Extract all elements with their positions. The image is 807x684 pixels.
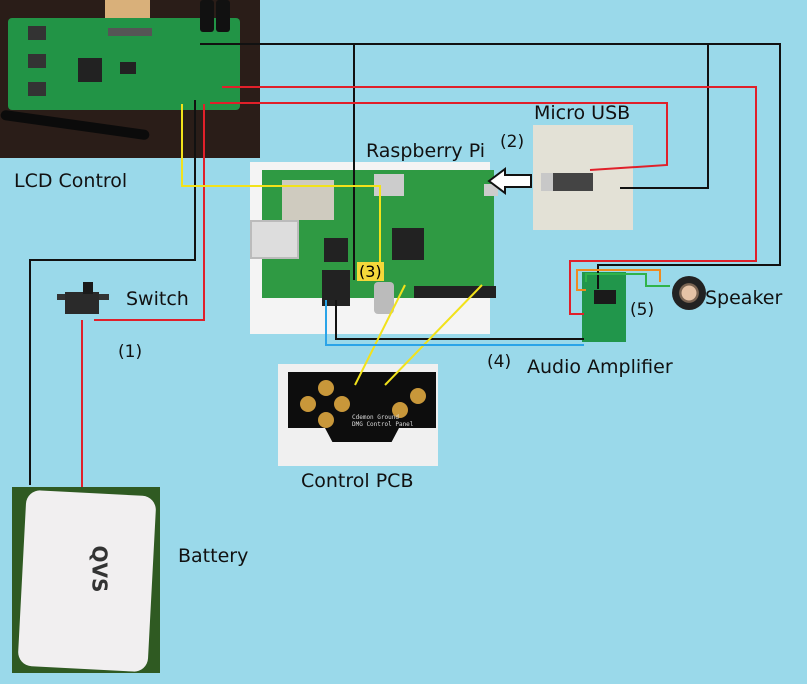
battery-pack: QVS	[12, 487, 160, 673]
step-5-label: (5)	[630, 300, 655, 320]
speaker	[672, 276, 706, 310]
switch-body	[65, 292, 99, 314]
composite-rca-port	[374, 282, 394, 314]
control-pcb-label: Control PCB	[301, 470, 414, 492]
arrow-left-icon	[487, 167, 532, 195]
pcb-silkscreen: Cdemon Ground DMG Control Panel	[352, 414, 414, 428]
control-pcb: Cdemon Ground DMG Control Panel	[278, 364, 438, 466]
control-pcb-board: Cdemon Ground DMG Control Panel	[288, 372, 436, 442]
speaker-label: Speaker	[705, 287, 783, 309]
soc-chip	[392, 228, 424, 260]
lcd-chip	[120, 62, 136, 74]
usb-hub-chip	[324, 238, 348, 262]
capacitor	[216, 0, 230, 32]
raspberry-pi-label: Raspberry Pi	[366, 140, 486, 162]
lcd-connector	[108, 28, 152, 36]
lcd-button	[28, 26, 46, 40]
step-3-label: (3)	[357, 262, 384, 281]
gpio-header	[414, 286, 496, 298]
button-pad	[410, 388, 426, 404]
audio-amplifier-label: Audio Amplifier	[527, 356, 673, 378]
button-pad	[318, 380, 334, 396]
audio-amplifier-board	[582, 272, 626, 342]
audio-jack	[322, 270, 350, 306]
wire-ground-microusb	[620, 44, 709, 189]
slide-switch	[55, 280, 115, 318]
lcd-control-board	[0, 0, 260, 158]
usb-port	[250, 220, 299, 259]
lcd-button	[28, 82, 46, 96]
button-pad	[318, 412, 334, 428]
lcd-cable	[0, 109, 150, 141]
step-2-label: (2)	[500, 132, 525, 152]
micro-usb-label: Micro USB	[534, 102, 631, 124]
lcd-button	[28, 54, 46, 68]
hdmi-port	[374, 174, 404, 196]
step-4-label: (4)	[487, 352, 512, 372]
battery-brand: QVS	[87, 545, 112, 593]
raspberry-pi-board	[250, 162, 498, 334]
step-1-label: (1)	[118, 342, 143, 362]
lcd-chip	[78, 58, 102, 82]
switch-knob	[83, 282, 93, 294]
lcd-control-label: LCD Control	[14, 170, 128, 192]
ethernet-port	[282, 180, 334, 220]
micro-usb-connector	[533, 125, 633, 230]
battery-label: Battery	[178, 545, 249, 567]
amp-ic	[594, 290, 616, 304]
button-pad	[392, 402, 408, 418]
button-pad	[300, 396, 316, 412]
usb-plug	[541, 173, 593, 191]
button-pad	[334, 396, 350, 412]
switch-label: Switch	[126, 288, 189, 310]
capacitor	[200, 0, 214, 32]
